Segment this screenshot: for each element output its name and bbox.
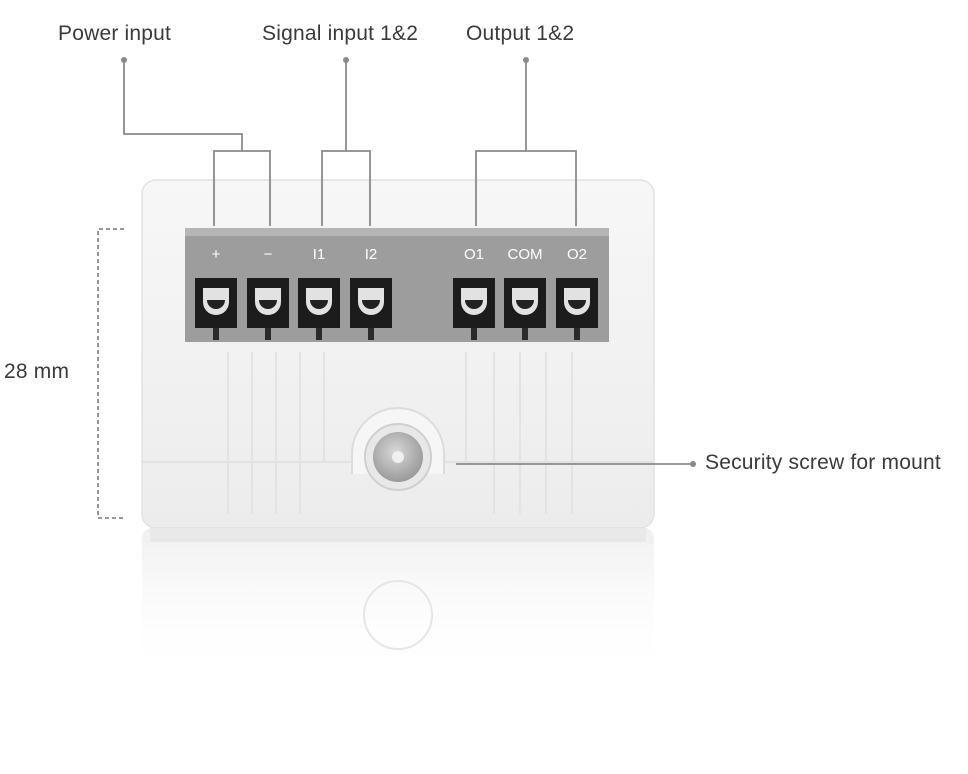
output-label: Output 1&2: [466, 22, 575, 45]
terminal-label-o1: O1: [463, 246, 485, 263]
terminal-label-com: COM: [507, 246, 543, 263]
terminal-label-i1: I1: [312, 246, 326, 263]
terminal-block-com: [504, 278, 546, 340]
terminal-block-minus: [247, 278, 289, 340]
leader-lines: [97, 60, 692, 519]
power-input-label: Power input: [58, 22, 172, 45]
terminal-label-plus: +: [211, 246, 221, 263]
terminal-blocks: [195, 278, 598, 340]
terminal-block-o2: [556, 278, 598, 340]
terminal-label-minus: −: [263, 246, 273, 263]
device-reflection: [142, 528, 654, 678]
leader-dots: [121, 57, 696, 467]
security-screw-label: Security screw for mount: [705, 451, 941, 474]
height-dimension-label: 28 mm: [4, 360, 70, 383]
terminal-block-i2: [350, 278, 392, 340]
terminal-label-i2: I2: [364, 246, 378, 263]
terminal-block-i1: [298, 278, 340, 340]
terminal-block-plus: [195, 278, 237, 340]
terminal-block-o1: [453, 278, 495, 340]
terminal-label-o2: O2: [566, 246, 588, 263]
signal-input-label: Signal input 1&2: [262, 22, 419, 45]
security-screw: [351, 407, 445, 491]
